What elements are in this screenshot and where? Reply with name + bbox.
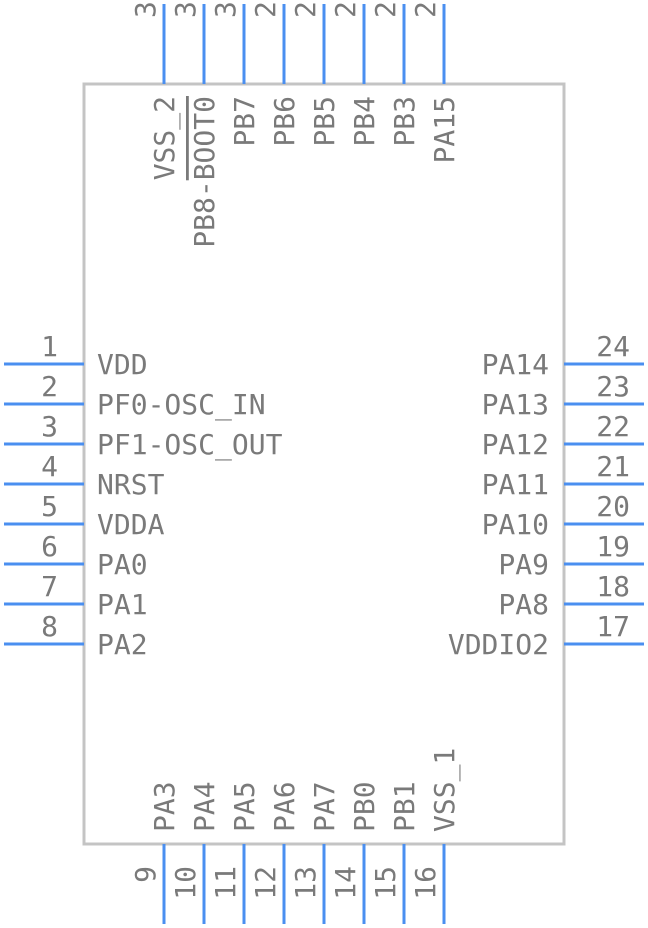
pin-22-number: 22	[596, 410, 630, 443]
pin-31-number: 31	[169, 0, 202, 18]
pin-23-label: PA13	[482, 388, 549, 421]
pin-29-label: PB6	[268, 96, 301, 147]
pin-17-label: VDDIO2	[448, 628, 549, 661]
pin-6-number: 6	[41, 530, 58, 563]
pin-1-label: VDD	[97, 348, 148, 381]
pin-21-label: PA11	[482, 468, 549, 501]
pin-16-number: 16	[409, 866, 442, 900]
pin-21-number: 21	[596, 450, 630, 483]
pin-12-number: 12	[249, 866, 282, 900]
pin-11-number: 11	[209, 866, 242, 900]
pin-13-number: 13	[289, 866, 322, 900]
pin-1-number: 1	[41, 330, 58, 363]
pin-4-label: NRST	[97, 468, 165, 501]
pin-18-number: 18	[596, 570, 630, 603]
pin-5-number: 5	[41, 490, 58, 523]
pin-16-label: VSS_1	[428, 748, 462, 832]
pin-15-number: 15	[369, 866, 402, 900]
pin-28-label: PB5	[308, 96, 341, 147]
pin-30-number: 30	[209, 0, 242, 18]
pin-8-number: 8	[41, 610, 58, 643]
pin-26-label: PB3	[388, 96, 421, 147]
pin-28-number: 28	[289, 0, 322, 18]
pin-24-label: PA14	[482, 348, 549, 381]
pin-31-label: PB8-BOOT0	[188, 96, 221, 248]
pin-2-number: 2	[41, 370, 58, 403]
pin-12-label: PA6	[268, 781, 301, 832]
pin-27-label: PB4	[348, 96, 381, 147]
pin-11-label: PA5	[228, 781, 261, 832]
pin-30-label: PB7	[228, 96, 261, 147]
pin-14-label: PB0	[348, 781, 381, 832]
pin-8-label: PA2	[97, 628, 148, 661]
pin-20-label: PA10	[482, 508, 549, 541]
pin-20-number: 20	[596, 490, 630, 523]
pin-2-label: PF0-OSC_IN	[97, 388, 266, 422]
pin-7-number: 7	[41, 570, 58, 603]
pin-32-label: VSS_2	[148, 96, 182, 180]
pin-19-number: 19	[596, 530, 630, 563]
pin-4-number: 4	[41, 450, 58, 483]
pin-24-number: 24	[596, 330, 630, 363]
ic-body	[82, 82, 566, 846]
pin-23-number: 23	[596, 370, 630, 403]
pin-3-number: 3	[41, 410, 58, 443]
pin-5-label: VDDA	[97, 508, 165, 541]
pin-10-number: 10	[169, 866, 202, 900]
pin-18-label: PA8	[498, 588, 549, 621]
pin-26-number: 26	[369, 0, 402, 18]
pin-9-label: PA3	[148, 781, 181, 832]
pin-27-number: 27	[329, 0, 362, 18]
pin-6-label: PA0	[97, 548, 148, 581]
pin-32-number: 32	[129, 0, 162, 18]
pin-19-label: PA9	[498, 548, 549, 581]
pin-3-label: PF1-OSC_OUT	[97, 428, 283, 462]
pins-layer: 1VDD2PF0-OSC_IN3PF1-OSC_OUT4NRST5VDDA6PA…	[4, 0, 644, 924]
pin-25-number: 25	[409, 0, 442, 18]
pin-17-number: 17	[596, 610, 630, 643]
pin-13-label: PA7	[308, 781, 341, 832]
pin-22-label: PA12	[482, 428, 549, 461]
pin-10-label: PA4	[188, 781, 221, 832]
pin-15-label: PB1	[388, 781, 421, 832]
pin-25-label: PA15	[428, 96, 461, 163]
pin-29-number: 29	[249, 0, 282, 18]
pin-7-label: PA1	[97, 588, 148, 621]
pin-9-number: 9	[129, 866, 162, 883]
pin-14-number: 14	[329, 866, 362, 900]
